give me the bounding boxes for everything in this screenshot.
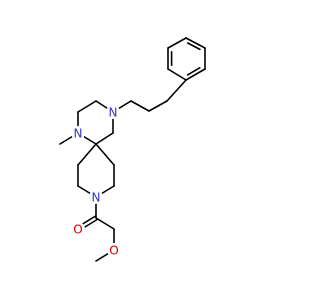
methyl-nitrogen-label: N [74,127,83,141]
atom-background [71,222,85,236]
bond-cspiro-cd [95,143,115,166]
bond-p1-p2-double [186,42,201,51]
piperazine-nitrogen-label: N [109,106,118,120]
bond-c2-c3 [130,100,150,112]
bond-c1-c2 [148,100,168,112]
amide-nitrogen-label: N [92,191,101,205]
atom-background [106,105,120,119]
bond-p4-c1 [166,79,187,102]
ether-oxygen-label: O [109,244,118,258]
bond-cg-cspiro [77,143,97,166]
atom-background [71,126,85,140]
bond-ccarb-ch2 [95,217,115,230]
bond-p3-p4 [185,68,206,81]
atom-background [89,190,103,204]
bond-ca-cb [77,100,97,113]
carbonyl-oxygen-label: O [73,223,82,237]
bond-p6-p1 [167,37,187,49]
bond-p3-p4-double [186,67,201,76]
structure-canvas: N N N O O [59,37,206,262]
atom-background [107,243,121,257]
bond-p4-p5 [167,68,187,81]
bond-cspiro-cc [95,132,114,145]
bond-p1-p2 [185,37,206,49]
molecule-diagram: N N N O O [59,37,206,262]
atom-layer: N N N O O [71,105,121,258]
